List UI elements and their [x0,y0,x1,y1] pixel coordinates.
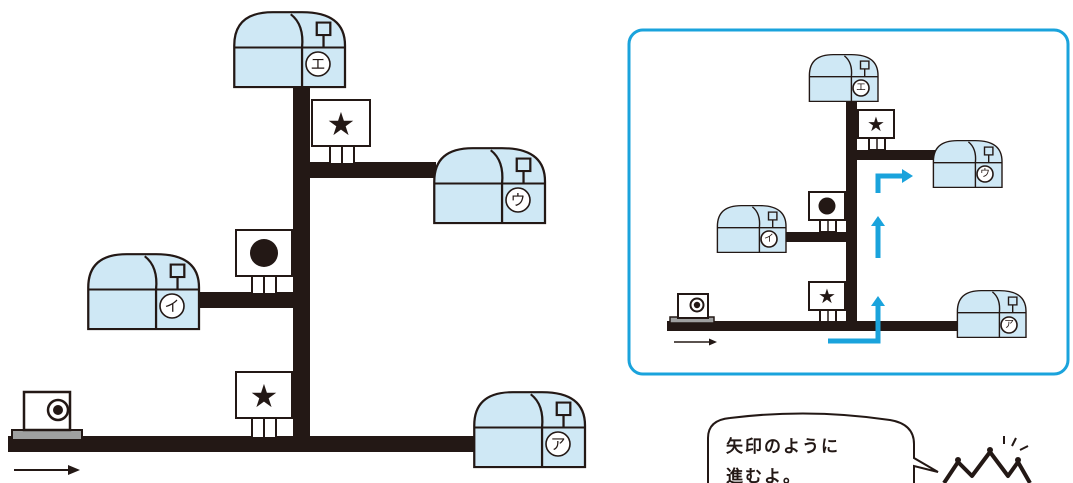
inset-branch-track-i [784,232,850,242]
sign-middle [235,229,293,295]
character-crown-icon [942,436,1032,483]
bubble-line-2: 進むよ。 [726,467,802,483]
inset-label-i: イ [764,234,774,245]
inset-sign-middle [808,191,846,233]
inset-trunk-track [846,96,857,326]
destination-i [87,253,201,331]
route-arrows [828,169,913,344]
inset-branch-track-u [854,150,936,160]
label-u: ウ [510,191,525,209]
circle-icon [818,197,836,215]
route-arrow-3-icon [875,169,913,193]
inset-label-u: ウ [980,168,990,180]
destination-u [433,147,547,225]
destination-e [233,11,347,89]
inset-main-track [667,321,961,331]
star-icon: ★ [327,105,356,143]
main-diagram: ★ ★ エ ウ イ [8,11,587,475]
destination-a [473,391,587,469]
label-e: エ [310,55,325,73]
trunk-track [293,86,310,444]
inset-sign-lower: ★ [808,281,846,323]
inset-label-e: エ [856,83,866,94]
label-a: ア [550,435,565,453]
inset-label-a: ア [1004,320,1014,331]
route-arrow-1-icon [828,296,885,344]
speech-bubble: 矢印のように 進むよ。 [707,412,939,483]
main-track [8,436,478,452]
route-arrow-2-icon [871,216,885,258]
sign-lower: ★ [235,371,293,439]
star-icon: ★ [818,284,836,308]
direction-arrow-icon [14,465,80,475]
bubble-line-1: 矢印のように [726,436,840,457]
inset-direction-arrow-icon [674,338,717,346]
inset-sign-upper: ★ [857,109,895,151]
star-icon: ★ [250,377,279,415]
inset-destination-i [716,204,787,254]
machine-base [11,429,83,441]
branch-track-u [306,162,436,178]
star-icon: ★ [867,112,885,136]
sign-upper: ★ [311,99,371,165]
circle-icon [250,239,278,267]
inset-destination-e [808,53,879,103]
inset-destination-u [932,139,1003,189]
inset-start-machine [669,293,715,324]
label-i: イ [164,297,179,315]
branch-track-i [196,292,296,308]
start-machine [11,390,83,441]
inset-diagram: ★ ★ エ ウ イ ア [667,53,1027,346]
